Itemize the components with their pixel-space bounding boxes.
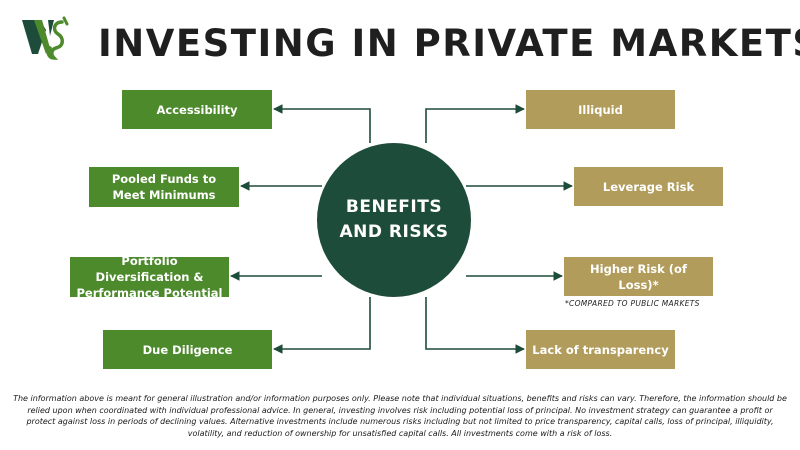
risk-lack-of-transparency: Lack of transparency [526, 330, 675, 369]
benefit-label: Pooled Funds to Meet Minimums [111, 172, 217, 202]
benefit-diversification: Portfolio Diversification & Performance … [70, 254, 229, 300]
disclaimer: The information above is meant for gener… [13, 394, 787, 438]
risk-label: Higher Risk (of Loss)* [590, 261, 687, 292]
risk-higher-risk: Higher Risk (of Loss)* [564, 257, 713, 296]
benefit-accessibility: Accessibility [122, 90, 272, 129]
benefit-label: Due Diligence [142, 342, 233, 357]
connector-illiquid [425, 104, 525, 143]
risk-label: Leverage Risk [602, 179, 695, 194]
benefit-due-diligence: Due Diligence [103, 330, 272, 369]
ws-monogram-logo-icon [22, 16, 69, 60]
benefit-pooled-funds: Pooled Funds to Meet Minimums [89, 167, 239, 207]
risk-leverage: Leverage Risk [574, 167, 723, 206]
risk-label: Lack of transparency [532, 342, 669, 357]
connector-transparency [425, 297, 525, 354]
connector-accessibility [273, 104, 371, 143]
benefit-label: Portfolio Diversification & Performance … [76, 254, 223, 300]
connector-due-diligence [273, 297, 371, 354]
footnote: *COMPARED TO PUBLIC MARKETS [565, 299, 700, 308]
risk-label: Illiquid [578, 102, 623, 117]
benefit-label: Accessibility [156, 102, 238, 117]
page-title: INVESTING IN PRIVATE MARKETS [98, 22, 800, 65]
center-label: BENEFITS AND RISKS [339, 197, 449, 242]
center-circle: BENEFITS AND RISKS [317, 143, 471, 297]
risk-illiquid: Illiquid [526, 90, 675, 129]
